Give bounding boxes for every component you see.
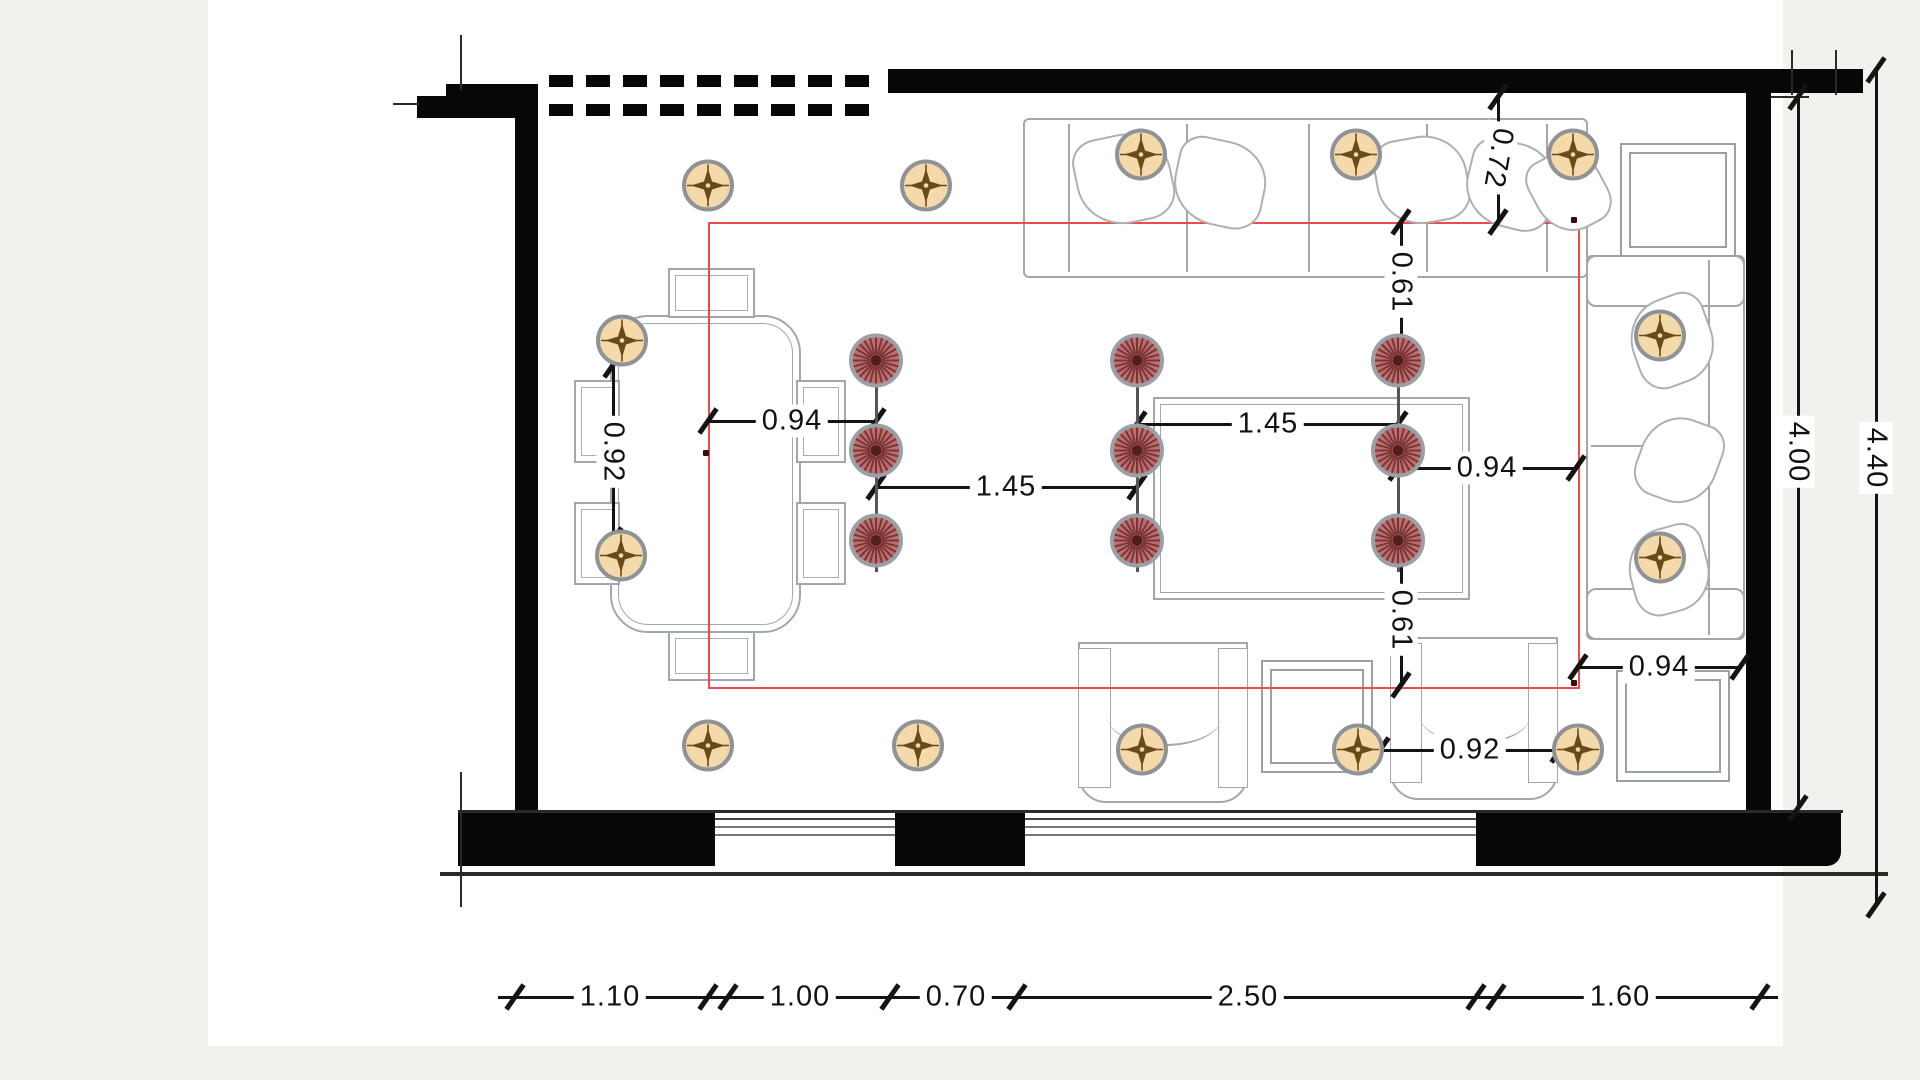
spotlight-icon [1113,127,1169,188]
spotlight-icon [594,313,650,374]
spotlight-icon [680,158,736,219]
spotlight-icon [1632,530,1688,591]
ext-mark [1835,50,1837,95]
dashed-opening-line-2 [549,104,880,116]
window-2-sill-line [1025,826,1476,828]
main-sofa-arm-line [1068,124,1070,272]
dimension-label: 0.61 [1384,245,1418,319]
ext-mark [1771,96,1809,98]
dining-chair-top [668,268,755,318]
dimension-label: 1.00 [763,980,837,1014]
dimension-label: 1.60 [1583,980,1657,1014]
dimension-label: 4.40 [1859,421,1893,495]
spotlight-icon [1330,722,1386,783]
dimension-label: 1.45 [1231,407,1305,441]
dining-table-inner [618,323,793,625]
wall-right [1746,90,1771,813]
main-sofa-seat-divider [1308,124,1310,272]
wall-bottom-seg-2 [895,813,1025,866]
dimension-label: 0.92 [1433,733,1507,767]
spotlight-icon [1545,127,1601,188]
dashed-opening-line-1 [549,75,880,87]
red-zone-corner-dot [703,450,709,456]
window-1-sill-line [715,818,895,820]
dining-chair-right-2 [796,502,846,585]
dimension-label: 4.00 [1781,415,1815,489]
wall-bottom-seg-3 [1476,813,1841,866]
spotlight-icon [593,528,649,589]
window-1-sill-line [715,834,895,836]
pendant-light-icon [1369,422,1427,485]
dimension-label: 1.45 [969,470,1043,504]
wall-bottom-seg-1 [458,813,715,866]
ext-mark [460,772,462,907]
side-table-top-right [1620,143,1736,257]
ext-mark [393,103,419,105]
red-zone-corner-dot [1571,217,1577,223]
pendant-light-icon [1108,422,1166,485]
armchair-1-arm [1218,648,1248,788]
side-table-2 [1616,670,1730,782]
spotlight-icon [898,158,954,219]
dimension-label: 0.92 [596,415,630,489]
spotlight-icon [1328,127,1384,188]
red-zone-corner-dot [1571,680,1577,686]
window-1-sill-line [715,826,895,828]
wall-bottom-outer-edge [440,872,1888,876]
spotlight-icon [1550,722,1606,783]
dimension-label: 1.10 [573,980,647,1014]
spotlight-icon [1632,308,1688,369]
pendant-light-icon [1369,332,1427,395]
ext-mark [460,35,462,90]
dining-chair-bottom [668,631,755,681]
spotlight-icon [1114,722,1170,783]
pendant-light-icon [1369,512,1427,575]
window-2-sill-line [1025,834,1476,836]
dimension-label: 0.61 [1384,583,1418,657]
wall-left [515,96,538,813]
wall-top [888,69,1863,93]
wall-bottom-inner-edge [458,810,1843,813]
spotlight-icon [680,718,736,779]
dimension-label: 2.50 [1211,980,1285,1014]
dimension-label: 0.94 [1622,650,1696,684]
pendant-light-icon [847,512,905,575]
wall-top-left-notch [417,84,446,96]
pendant-light-icon [847,422,905,485]
pendant-light-icon [1108,332,1166,395]
dimension-chain-line [498,996,1778,999]
pendant-light-icon [847,332,905,395]
spotlight-icon [890,718,946,779]
armchair-1-arm [1078,648,1111,788]
window-2-sill-line [1025,818,1476,820]
dimension-label: 0.94 [755,404,829,438]
dimension-label: 0.94 [1450,451,1524,485]
pendant-light-icon [1108,512,1166,575]
dimension-label: 0.70 [919,980,993,1014]
ceiling-cove-red-outline [708,222,1580,689]
ext-mark [1791,50,1793,95]
